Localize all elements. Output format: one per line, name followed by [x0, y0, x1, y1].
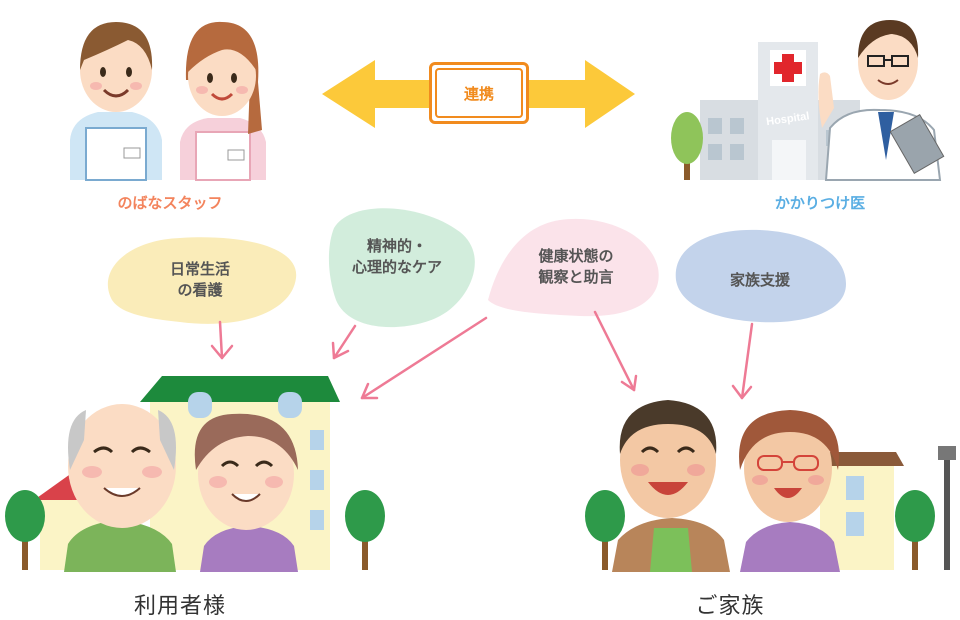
bubble-mental-care-text: 精神的・ 心理的なケア	[351, 237, 442, 276]
staff-label: のばなスタッフ	[117, 194, 223, 212]
bubble-mental-care	[328, 208, 475, 328]
arrow-mental-to-users	[331, 324, 357, 360]
users-illustration	[5, 376, 385, 572]
family-illustration	[585, 400, 956, 572]
hospital-doctor-illustration	[671, 20, 945, 181]
bubble-family-support-text: 家族支援	[729, 271, 790, 289]
bubble-health-advice-text: 健康状態の 観察と助言	[538, 247, 614, 286]
hospital-sign-text: Hospital	[766, 110, 811, 128]
link-label-box: 連携	[429, 62, 529, 124]
arrow-daily-to-users	[210, 320, 234, 360]
bubble-health-advice	[488, 218, 659, 317]
bubble-daily-care	[107, 237, 297, 324]
link-label: 連携	[435, 68, 523, 118]
bubble-daily-care-text: 日常生活 の看護	[169, 260, 230, 299]
users-label: 利用者様	[133, 594, 226, 619]
bubble-family-support	[675, 229, 846, 323]
doctor-label: かかりつけ医	[774, 194, 866, 212]
nurse-staff-illustration	[70, 21, 266, 181]
arrow-health-to-family	[593, 310, 638, 392]
family-label: ご家族	[695, 594, 765, 619]
arrow-family-support-to-family	[731, 322, 754, 400]
arrow-health-to-users	[360, 316, 488, 400]
